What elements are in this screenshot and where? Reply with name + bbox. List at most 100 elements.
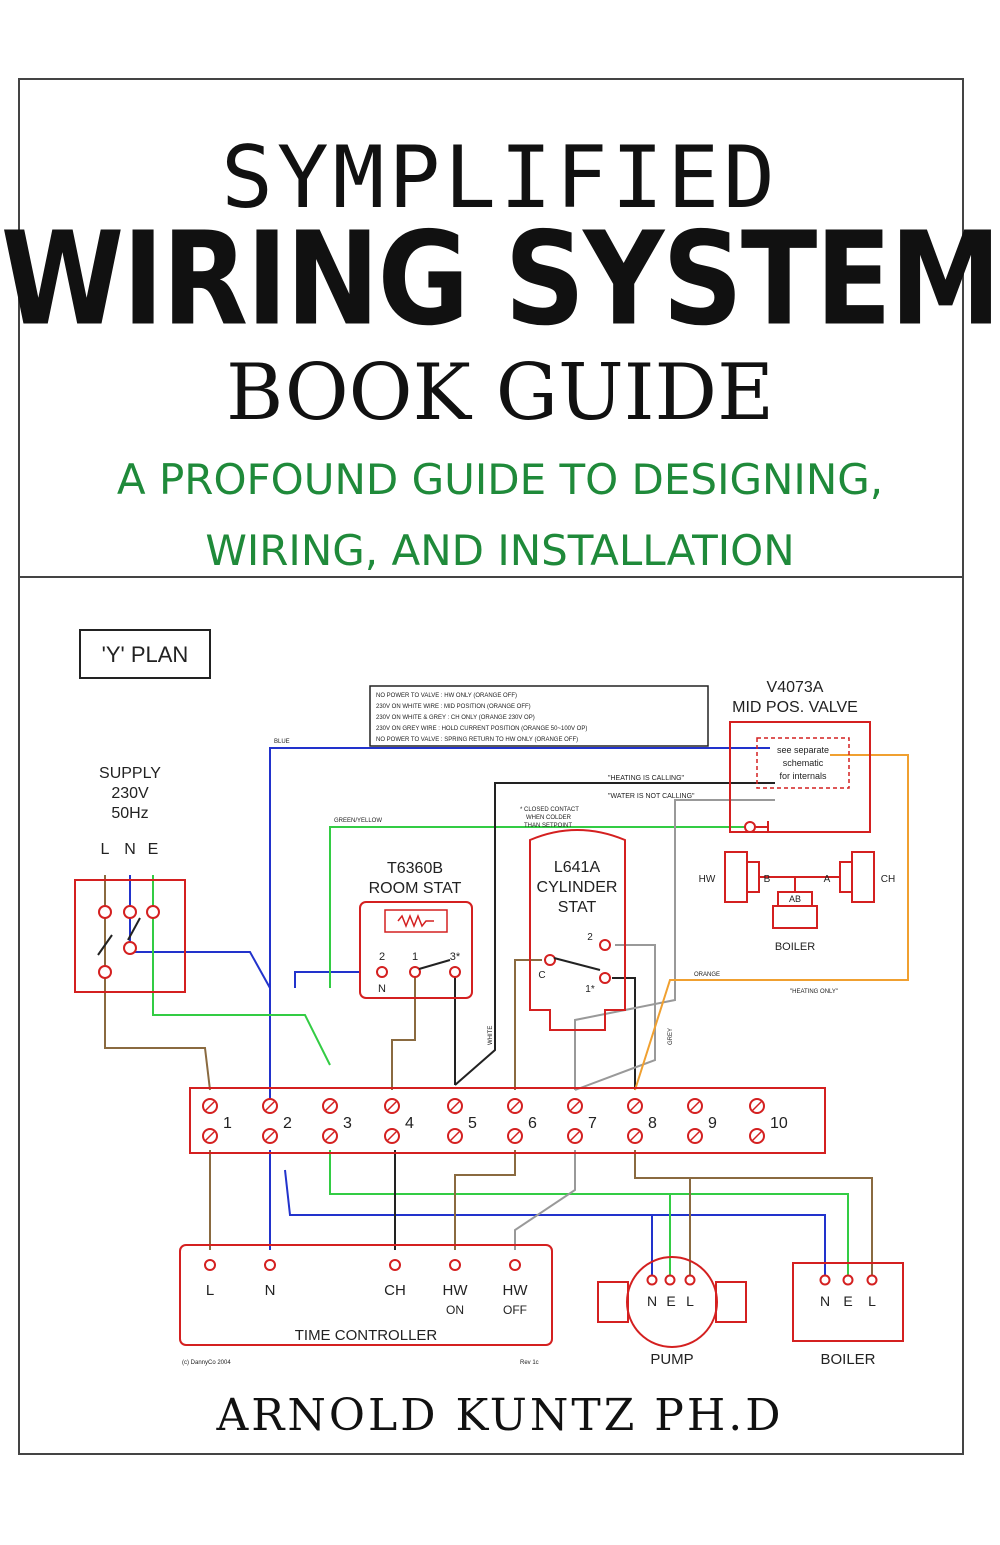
label-closed-contact-1: * CLOSED CONTACT [520, 807, 579, 813]
cylinder-stat-outline [529, 829, 626, 1031]
controller-footer-right: Rev 1c [520, 1360, 539, 1366]
valve-note-2: schematic [783, 758, 824, 768]
room-stat-neutral: N [378, 983, 386, 995]
title-line-symplified: SYMPLIFIED [221, 128, 779, 228]
controller-terminal-l: L [206, 1282, 214, 1299]
wire-grey-cyl-2 [574, 944, 656, 1091]
terminal-number-10: 10 [770, 1115, 788, 1132]
wire-blue-to-appliances [284, 1169, 826, 1280]
cylinder-stat-terminal-1: 1* [585, 984, 595, 995]
legend-box [369, 685, 709, 747]
y-plan-wiring-diagram: 'Y' PLAN NO POWER TO VALVE : HW ONLY (OR… [74, 629, 909, 1368]
title-panel-frame [18, 78, 964, 578]
valve-port-b: B [764, 874, 771, 885]
wire-grey-hw-off [514, 1150, 576, 1250]
supply-terminal-e: E [148, 841, 159, 858]
label-orange: ORANGE [694, 972, 720, 978]
room-stat-terminal-3: 3* [450, 951, 461, 963]
wire-black-cyl-1 [612, 977, 636, 1090]
boiler-name: BOILER [820, 1351, 875, 1368]
label-water-not-calling: "WATER IS NOT CALLING" [608, 793, 695, 800]
author-name: ARNOLD KUNTZ PH.D [216, 1390, 784, 1441]
valve-port-ch: CH [881, 874, 895, 885]
pump-terminal-e: E [666, 1293, 675, 1309]
title-line-book-guide: BOOK GUIDE [225, 348, 775, 438]
legend-line-1: NO POWER TO VALVE : HW ONLY (ORANGE OFF) [376, 693, 517, 699]
diagram-panel-frame [18, 578, 964, 1455]
wire-brown-to-pump [635, 1177, 691, 1280]
valve-internals-box [756, 737, 850, 789]
pump-terminal-n: N [647, 1293, 657, 1309]
wire-green-to-appliances [329, 1150, 849, 1280]
wire-blue-supply [129, 875, 271, 989]
subtitle-line-1: A PROFOUND GUIDE TO DESIGNING, [116, 455, 884, 504]
cylinder-stat-model: L641A [554, 859, 601, 876]
terminal-number-4: 4 [405, 1115, 414, 1132]
legend-line-4: 230V ON GREY WIRE : HOLD CURRENT POSITIO… [376, 726, 587, 732]
label-heating-calling: "HEATING IS CALLING" [608, 775, 685, 782]
boiler-box [792, 1262, 904, 1342]
wire-brown-hw-on [454, 1150, 516, 1250]
label-grey: GREY [668, 1028, 674, 1045]
supply-line-3: 50Hz [111, 805, 148, 822]
room-stat-name: ROOM STAT [369, 880, 462, 897]
wire-brown-cyl-c [514, 959, 542, 1090]
valve-note-3: for internals [779, 771, 827, 781]
valve-earth-terminal [744, 821, 756, 833]
room-stat-model: T6360B [387, 860, 443, 877]
wire-orange [634, 754, 909, 1091]
room-stat-terminal-2: 2 [379, 951, 385, 963]
valve-box [729, 721, 871, 833]
boiler-terminal-e: E [843, 1293, 852, 1309]
wire-brown-supply [104, 875, 211, 1091]
label-closed-contact-3: THAN SETPOINT [524, 823, 572, 829]
pump-terminal-l: L [686, 1293, 694, 1309]
boiler-terminal-n: N [820, 1293, 830, 1309]
terminal-strip [189, 1087, 826, 1154]
label-white: WHITE [488, 1026, 494, 1045]
room-stat-box [359, 901, 473, 999]
wire-green-supply [152, 875, 331, 1066]
cylinder-stat-name-1: CYLINDER [537, 879, 618, 896]
plan-label: 'Y' PLAN [102, 642, 189, 667]
label-closed-contact-2: WHEN COLDER [526, 815, 572, 821]
controller-terminal-hw-off: HW [503, 1282, 529, 1299]
title-line-wiring-system: WIRING SYSTEM [0, 205, 1000, 355]
legend-line-2: 230V ON WHITE WIRE : MID POSITION (ORANG… [376, 704, 531, 710]
wire-brown-stat-1 [391, 972, 416, 1090]
terminal-number-1: 1 [223, 1115, 232, 1132]
terminal-number-2: 2 [283, 1115, 292, 1132]
terminal-number-9: 9 [708, 1115, 717, 1132]
terminal-number-5: 5 [468, 1115, 477, 1132]
controller-sub-off: OFF [503, 1303, 527, 1317]
label-blue: BLUE [274, 739, 290, 745]
valve-boiler-label: BOILER [775, 941, 815, 953]
supply-terminal-l: L [101, 841, 110, 858]
controller-sub-on: ON [446, 1303, 464, 1317]
valve-model: V4073A [767, 679, 824, 696]
cylinder-stat-name-2: STAT [558, 899, 597, 916]
label-green-yellow: GREEN/YELLOW [334, 818, 382, 824]
controller-terminal-ch: CH [384, 1282, 406, 1299]
controller-footer-left: (c) DannyCo 2004 [182, 1360, 231, 1366]
valve-note-1: see separate [777, 745, 829, 755]
terminal-number-8: 8 [648, 1115, 657, 1132]
valve-port-ab: AB [789, 894, 801, 904]
supply-terminal-n: N [124, 841, 136, 858]
plan-label-box [79, 629, 211, 679]
controller-terminal-n: N [265, 1282, 276, 1299]
supply-isolator-box [74, 879, 186, 993]
supply-line-1: SUPPLY [99, 765, 161, 782]
terminal-number-3: 3 [343, 1115, 352, 1132]
time-controller-box [179, 1244, 553, 1346]
terminal-number-7: 7 [588, 1115, 597, 1132]
label-heating-only: "HEATING ONLY" [790, 989, 838, 995]
wire-green-main [329, 826, 750, 988]
wire-grey-valve [574, 799, 775, 1090]
subtitle-line-2: WIRING, AND INSTALLATION [205, 526, 795, 575]
legend-line-5: NO POWER TO VALVE : SPRING RETURN TO HW … [376, 737, 578, 743]
terminal-strip-screws [202, 1098, 765, 1144]
valve-port-a: A [824, 874, 831, 885]
legend-line-3: 230V ON WHITE & GREY : CH ONLY (ORANGE 2… [376, 715, 535, 721]
wire-black-white [454, 782, 775, 1086]
